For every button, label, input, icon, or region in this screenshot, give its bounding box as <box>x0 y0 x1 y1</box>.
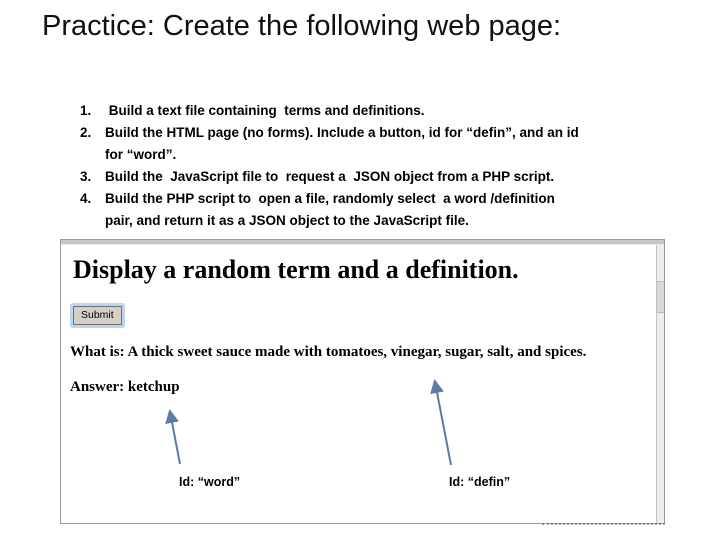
dashed-edge-artifact <box>542 523 665 525</box>
arrow-to-defin-icon <box>430 379 452 466</box>
instruction-item: 3. Build the JavaScript file to request … <box>80 166 660 188</box>
submit-button[interactable]: Submit <box>73 306 122 325</box>
id-defin-label: Id: “defin” <box>449 475 511 489</box>
instruction-text: Build a text file containing terms and d… <box>105 103 425 118</box>
scrollbar-thumb <box>657 281 664 313</box>
instruction-number: 2. <box>80 125 92 140</box>
instruction-item: 2. Build the HTML page (no forms). Inclu… <box>80 122 660 166</box>
instruction-number: 4. <box>80 191 92 206</box>
arrow-to-word-icon <box>165 409 181 465</box>
instruction-text: Build the PHP script to open a file, ran… <box>105 191 555 228</box>
browser-top-edge <box>61 240 664 245</box>
instruction-number: 1. <box>80 103 92 118</box>
instruction-list: 1. Build a text file containing terms an… <box>80 100 660 232</box>
answer-text: Answer: ketchup <box>70 379 180 395</box>
instruction-text: Build the HTML page (no forms). Include … <box>105 125 579 162</box>
instruction-number: 3. <box>80 169 92 184</box>
id-word-label: Id: “word” <box>179 475 241 489</box>
instruction-item: 1. Build a text file containing terms an… <box>80 100 660 122</box>
instruction-text: Build the JavaScript file to request a J… <box>105 169 555 184</box>
definition-text: What is: A thick sweet sauce made with t… <box>70 344 587 360</box>
slide-title: Practice: Create the following web page: <box>42 10 562 42</box>
instruction-item: 4. Build the PHP script to open a file, … <box>80 188 660 232</box>
webpage-heading: Display a random term and a definition. <box>73 255 519 284</box>
webpage-screenshot: Display a random term and a definition. … <box>60 239 665 525</box>
vertical-scrollbar <box>656 245 664 523</box>
